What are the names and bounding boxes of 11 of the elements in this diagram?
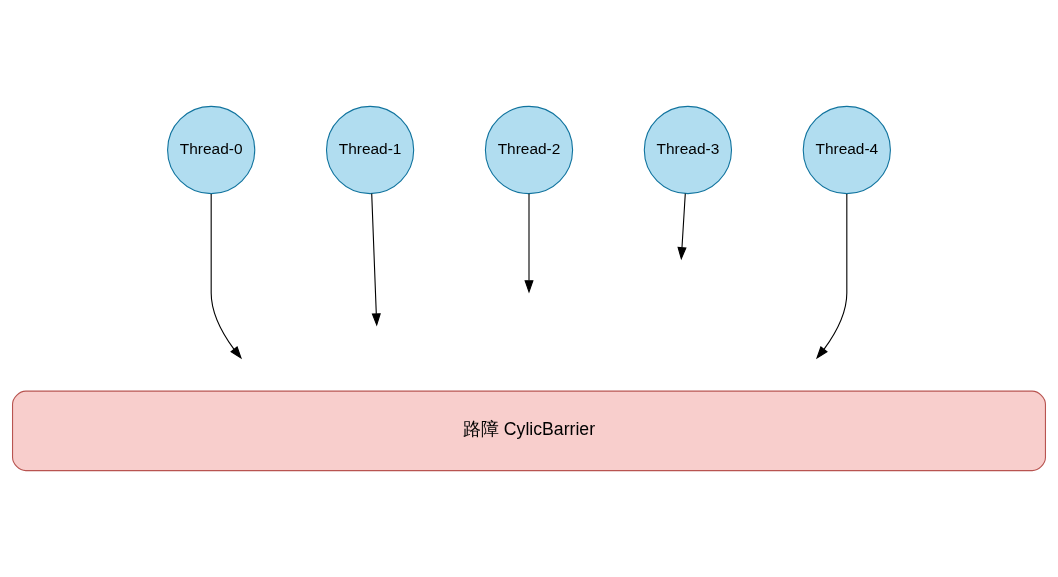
arrow bbox=[524, 193, 534, 294]
node-circle: Thread-0 bbox=[167, 105, 256, 195]
arrow bbox=[816, 193, 848, 360]
arrow bbox=[677, 193, 687, 261]
node-circle: Thread-2 bbox=[484, 105, 574, 195]
arrow bbox=[210, 193, 242, 360]
node-circle: Thread-1 bbox=[325, 105, 415, 195]
node-circle: Thread-3 bbox=[643, 105, 733, 195]
arrow bbox=[371, 193, 381, 327]
node-circle: Thread-4 bbox=[802, 105, 891, 195]
node-box: 路障 CylicBarrier bbox=[12, 390, 1046, 472]
